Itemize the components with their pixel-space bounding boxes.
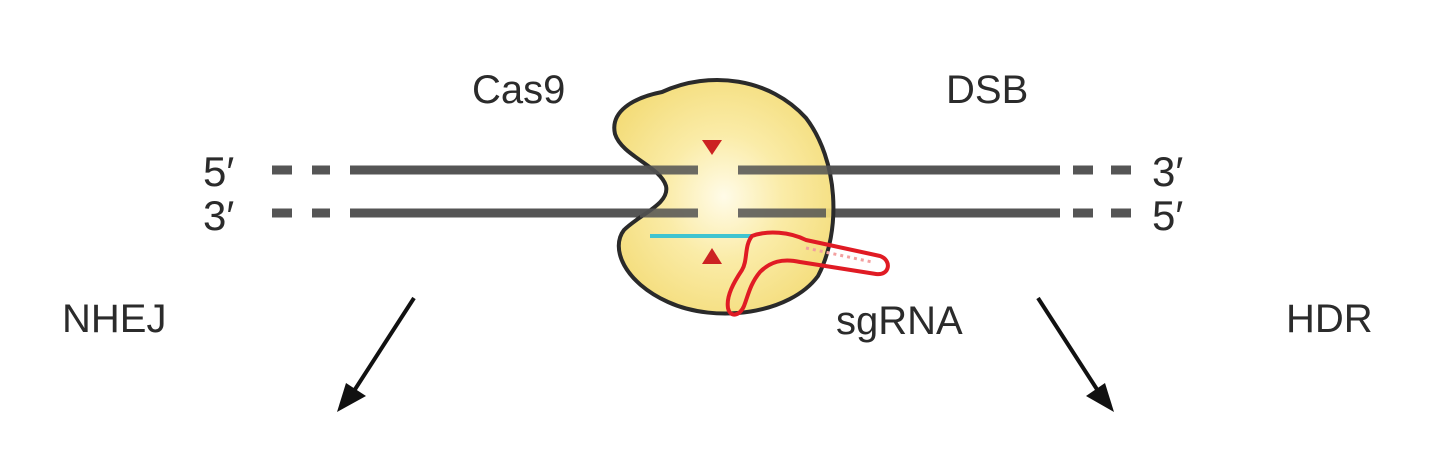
cut-marker-top-icon [702,140,722,155]
bottom-right-end-label: 5′ [1152,192,1183,239]
nhej-label: NHEJ [62,297,166,341]
dna-inside-cas9 [640,165,832,218]
cas9-label: Cas9 [472,68,565,112]
sgrna-structure [725,230,890,317]
arrow-nhej-icon [337,296,416,412]
top-right-end-label: 3′ [1152,148,1183,195]
cas9-protein-shape [612,78,836,316]
dsb-label: DSB [946,68,1028,112]
cut-marker-bottom-icon [702,248,722,264]
top-left-end-label: 5′ [203,148,234,195]
sgrna-label: sgRNA [836,299,963,343]
arrow-hdr-icon [1036,296,1114,412]
hdr-label: HDR [1286,297,1373,341]
bottom-left-end-label: 3′ [203,192,234,239]
